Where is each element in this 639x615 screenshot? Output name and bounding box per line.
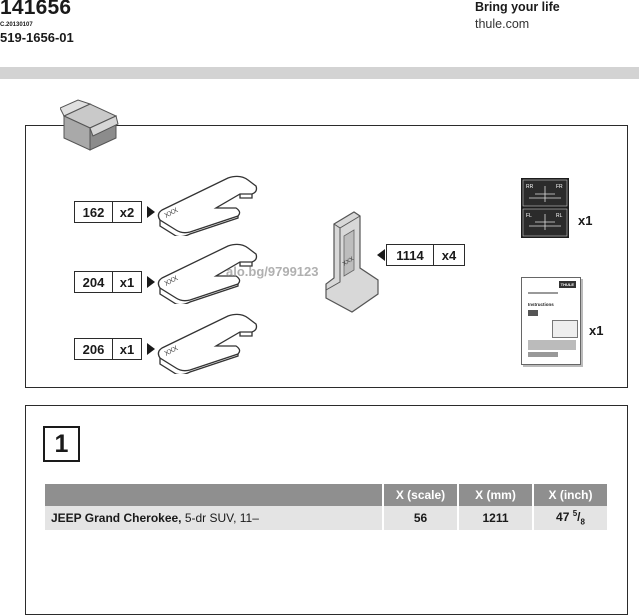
booklet-brand: THULE <box>558 281 576 288</box>
table-row: JEEP Grand Cherokee, 5-dr SUV, 11– 56 12… <box>45 506 607 530</box>
part-code: 204 <box>75 272 113 292</box>
adapter-bar-206-icon: XXX <box>157 313 258 374</box>
pointer-arrow-icon <box>147 206 155 218</box>
brand-tagline: Bring your life <box>475 0 560 14</box>
part-code: 206 <box>75 339 113 359</box>
sticker-label: RL <box>556 213 563 219</box>
position-sticker: RR FR FL RL <box>521 178 569 238</box>
bracket-marking: XXX <box>342 256 355 267</box>
sticker-label: FR <box>556 184 563 190</box>
column-header-vehicle <box>45 484 382 506</box>
booklet-title: Instructions <box>528 302 554 307</box>
position-sticker-icon: RR FR FL RL <box>522 179 568 237</box>
sticker-quantity: x1 <box>578 213 593 228</box>
mm-value: 1211 <box>459 506 532 530</box>
vehicle-cell: JEEP Grand Cherokee, 5-dr SUV, 11– <box>45 506 382 530</box>
part-quantity: x2 <box>119 204 135 220</box>
inch-value: 47 5/8 <box>534 506 607 530</box>
part-tag-206: 206 x1 <box>74 338 142 360</box>
part-code: 162 <box>75 202 113 222</box>
inch-numerator: 5 <box>572 509 578 519</box>
header-divider-band <box>0 67 639 79</box>
watermark-text: alo.bg/9799123 <box>226 264 319 279</box>
part-tag-204: 204 x1 <box>74 271 142 293</box>
part-quantity: x1 <box>119 341 135 357</box>
sticker-label: FL <box>526 213 532 219</box>
part-quantity: x1 <box>119 274 135 290</box>
part-code: 1114 <box>387 245 434 265</box>
part-number: 519-1656-01 <box>0 30 74 45</box>
instructions-quantity: x1 <box>589 323 604 338</box>
document-number: 141656 <box>0 0 72 19</box>
column-header-inch: X (inch) <box>534 484 607 506</box>
part-tag-162: 162 x2 <box>74 201 142 223</box>
inch-denominator: 8 <box>580 517 585 527</box>
scale-value: 56 <box>384 506 457 530</box>
mounting-bracket-icon: XXX <box>325 211 379 313</box>
pointer-arrow-icon <box>147 276 155 288</box>
vehicle-make: JEEP Grand Cherokee, <box>51 511 182 525</box>
table-header-row: X (scale) X (mm) X (inch) <box>45 484 607 506</box>
column-header-mm: X (mm) <box>459 484 532 506</box>
pointer-arrow-icon <box>147 343 155 355</box>
pointer-arrow-icon <box>377 249 385 261</box>
step-number: 1 <box>43 426 80 462</box>
adapter-bar-204-icon: XXX <box>157 243 258 304</box>
parts-contents-panel <box>25 125 628 388</box>
instructions-booklet: THULE Instructions <box>521 277 581 365</box>
column-header-scale: X (scale) <box>384 484 457 506</box>
brand-url: thule.com <box>475 17 530 31</box>
adapter-bar-162-icon: XXX <box>157 175 258 236</box>
inch-whole: 47 <box>556 510 570 525</box>
document-date: C.20130107 <box>0 22 33 28</box>
part-quantity: x4 <box>441 247 457 263</box>
part-tag-1114: 1114 x4 <box>386 244 465 266</box>
package-box-icon <box>60 99 119 151</box>
sticker-label: RR <box>526 184 534 190</box>
vehicle-details: 5-dr SUV, 11– <box>181 511 259 525</box>
vehicle-fit-table: X (scale) X (mm) X (inch) JEEP Grand Che… <box>43 484 609 530</box>
